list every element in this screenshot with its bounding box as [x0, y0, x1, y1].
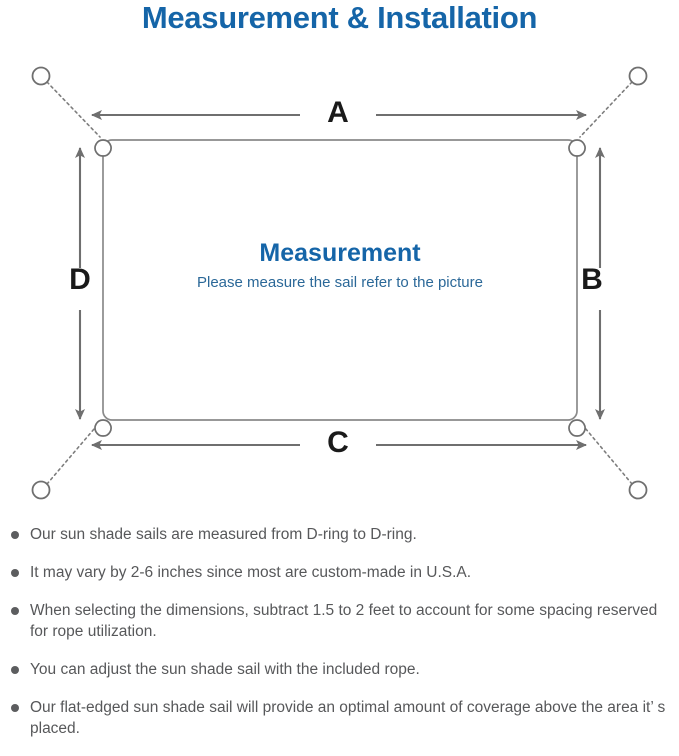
note-text: Our sun shade sails are measured from D-…: [30, 526, 417, 543]
note-item: It may vary by 2-6 inches since most are…: [0, 562, 679, 583]
rope-bottom-left: [46, 421, 101, 485]
d-rings: [94, 139, 586, 437]
anchor-rings: [31, 66, 648, 500]
anchor-ring-bottom-left: [31, 480, 51, 500]
note-item: Our sun shade sails are measured from D-…: [0, 524, 679, 545]
diagram-svg: [31, 66, 648, 500]
rope-top-left: [46, 81, 101, 138]
anchor-ring-bottom-right: [628, 480, 648, 500]
bullet-icon: [11, 704, 19, 712]
note-text: Our flat-edged sun shade sail will provi…: [30, 699, 666, 737]
d-ring-top-right: [568, 139, 586, 157]
anchor-ring-top-left: [31, 66, 51, 86]
note-text: It may vary by 2-6 inches since most are…: [30, 564, 472, 581]
bullet-icon: [11, 666, 19, 674]
dimension-label-d: D: [69, 263, 91, 296]
rope-lines: [46, 81, 633, 485]
anchor-ring-top-right: [628, 66, 648, 86]
d-ring-top-left: [94, 139, 112, 157]
d-ring-bottom-left: [94, 419, 112, 437]
sail-caption-subline: Please measure the sail refer to the pic…: [197, 274, 483, 291]
bullet-icon: [11, 569, 19, 577]
note-item: Our flat-edged sun shade sail will provi…: [0, 697, 679, 739]
rope-top-right: [579, 81, 633, 138]
sail-caption: Measurement Please measure the sail refe…: [110, 238, 570, 294]
dimension-label-a: A: [327, 96, 349, 129]
sail-caption-headline: Measurement: [259, 239, 421, 267]
sail-body: [102, 139, 578, 421]
bullet-icon: [11, 531, 19, 539]
note-text: You can adjust the sun shade sail with t…: [30, 661, 420, 678]
measurement-diagram: A B C D Measurement Please measure the s…: [0, 40, 679, 520]
dimension-label-c: C: [327, 426, 349, 459]
note-item: You can adjust the sun shade sail with t…: [0, 659, 679, 680]
note-item: When selecting the dimensions, subtract …: [0, 600, 679, 642]
note-text: When selecting the dimensions, subtract …: [30, 602, 658, 640]
notes-list: Our sun shade sails are measured from D-…: [0, 524, 679, 756]
page-title: Measurement & Installation: [141, 0, 538, 35]
page-root: Measurement & Installation: [0, 0, 679, 737]
bullet-icon: [11, 607, 19, 615]
dimension-label-b: B: [581, 263, 603, 296]
rope-bottom-right: [579, 421, 633, 485]
d-ring-bottom-right: [568, 419, 586, 437]
